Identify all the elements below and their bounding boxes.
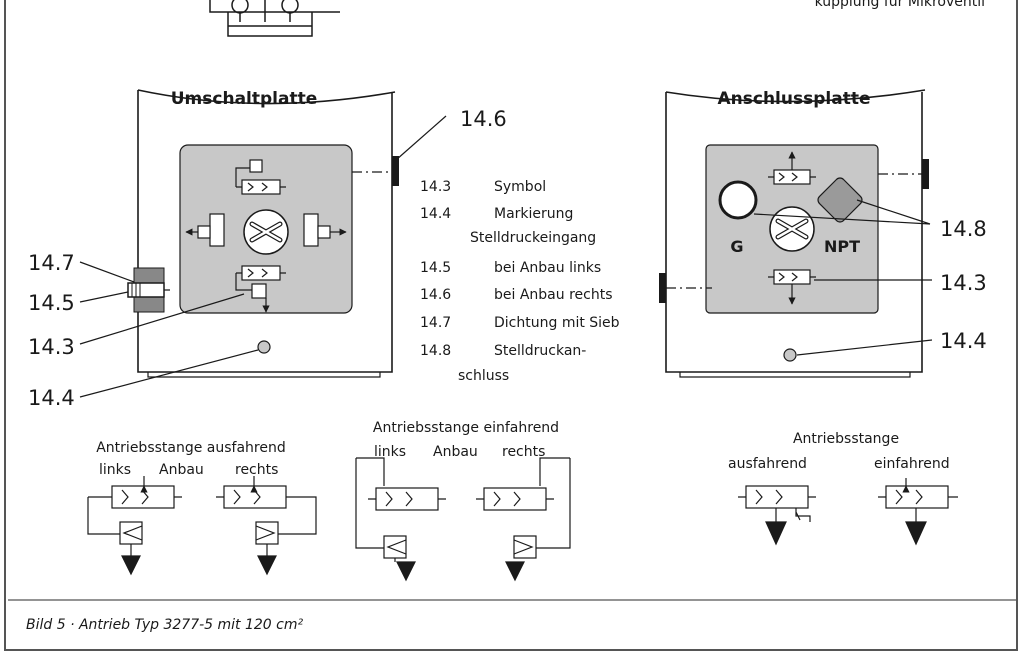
legend-text: Stelldruckeingang (470, 230, 596, 246)
legend-text: bei Anbau links (494, 260, 601, 276)
top-fragment-drawing (209, 0, 340, 37)
marking-dot-right (783, 348, 797, 362)
label-npt: NPT (824, 237, 860, 256)
legend-num: 14.7 (420, 315, 451, 331)
legend: 14.3 Symbol 14.4 Markierung Stelldruckei… (420, 179, 620, 384)
schematic-2-left: links (374, 444, 406, 460)
schematic-1-right: rechts (235, 462, 278, 478)
callout-14-4-left: 14.4 (28, 386, 75, 410)
legend-num: 14.3 (420, 179, 451, 195)
schematic-3 (738, 478, 958, 546)
umschaltplatte-title: Umschaltplatte (171, 89, 318, 109)
schematic-2-right: rechts (502, 444, 545, 460)
schematic-1-title: Antriebsstange ausfahrend (96, 440, 286, 456)
callout-14-7: 14.7 (28, 251, 75, 275)
schematic-1-mid: Anbau (159, 462, 204, 478)
anschlussplatte-title: Anschlussplatte (718, 89, 871, 109)
umschaltplatte-panel (127, 89, 399, 378)
figure-frame (4, 0, 1018, 651)
marking-dot (257, 340, 271, 354)
seal-fitting-icon (127, 267, 165, 313)
schematic-2 (355, 457, 571, 582)
npt-port-icon (817, 177, 863, 223)
legend-text: Stelldruckan- (494, 343, 586, 359)
figure-caption: Bild 5 · Antrieb Typ 3277-5 mit 120 cm² (26, 617, 303, 633)
schematic-2-title: Antriebsstange einfahrend (373, 420, 559, 436)
schematic-2-mid: Anbau (433, 444, 478, 460)
g-port-icon (718, 180, 758, 220)
callout-14-3-right: 14.3 (940, 271, 987, 295)
callout-14-3-left: 14.3 (28, 335, 75, 359)
label-g: G (730, 237, 743, 256)
callout-14-4-right: 14.4 (940, 329, 987, 353)
schematic-1 (87, 476, 317, 576)
schematic-3-left: ausfahrend (728, 456, 807, 472)
legend-text: bei Anbau rechts (494, 287, 613, 303)
legend-num: 14.6 (420, 287, 451, 303)
legend-text: schluss (458, 368, 509, 384)
legend-text: Markierung (494, 206, 573, 222)
top-right-fragment-text: kupplung für Mikroventil (815, 0, 985, 10)
callout-14-5: 14.5 (28, 291, 75, 315)
legend-text: Symbol (494, 179, 546, 195)
legend-num: 14.8 (420, 343, 451, 359)
schematic-3-title: Antriebsstange (793, 431, 899, 447)
legend-text: Dichtung mit Sieb (494, 315, 620, 331)
schematic-3-right: einfahrend (874, 456, 950, 472)
callout-14-6: 14.6 (460, 107, 507, 131)
schematic-1-left: links (99, 462, 131, 478)
legend-num: 14.4 (420, 206, 451, 222)
anschlussplatte-panel: G NPT (659, 89, 929, 378)
legend-num: 14.5 (420, 260, 451, 276)
callout-14-8: 14.8 (940, 217, 987, 241)
